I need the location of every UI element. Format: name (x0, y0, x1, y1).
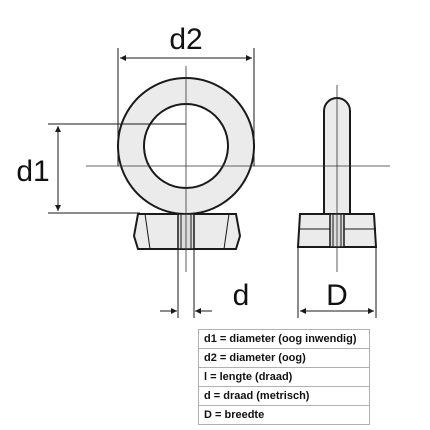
legend-cell: l = lengte (draad) (198, 367, 370, 387)
front-view (117, 77, 255, 250)
d1-label: d1 (16, 155, 49, 188)
legend-cell: d2 = diameter (oog) (198, 348, 370, 368)
legend-cell: D = breedte (198, 405, 370, 425)
d2-label: d2 (169, 23, 202, 56)
legend-row: d1 = diameter (oog inwendig) (198, 329, 370, 349)
d-label: d (233, 279, 250, 312)
legend-cell: d1 = diameter (oog inwendig) (198, 329, 370, 349)
legend-cell: d = draad (metrisch) (198, 386, 370, 406)
legend-row: D = breedte (198, 405, 370, 425)
dimension-d2 (117, 48, 255, 166)
dimension-D (297, 247, 377, 318)
centerlines (86, 66, 390, 272)
dimension-d (160, 249, 212, 318)
dimension-d1 (48, 123, 186, 214)
legend-row: l = lengte (draad) (198, 367, 370, 387)
legend-table: d1 = diameter (oog inwendig) d2 = diamet… (198, 329, 370, 425)
legend-row: d2 = diameter (oog) (198, 348, 370, 368)
legend-row: d = draad (metrisch) (198, 386, 370, 406)
D-label: D (326, 279, 348, 312)
